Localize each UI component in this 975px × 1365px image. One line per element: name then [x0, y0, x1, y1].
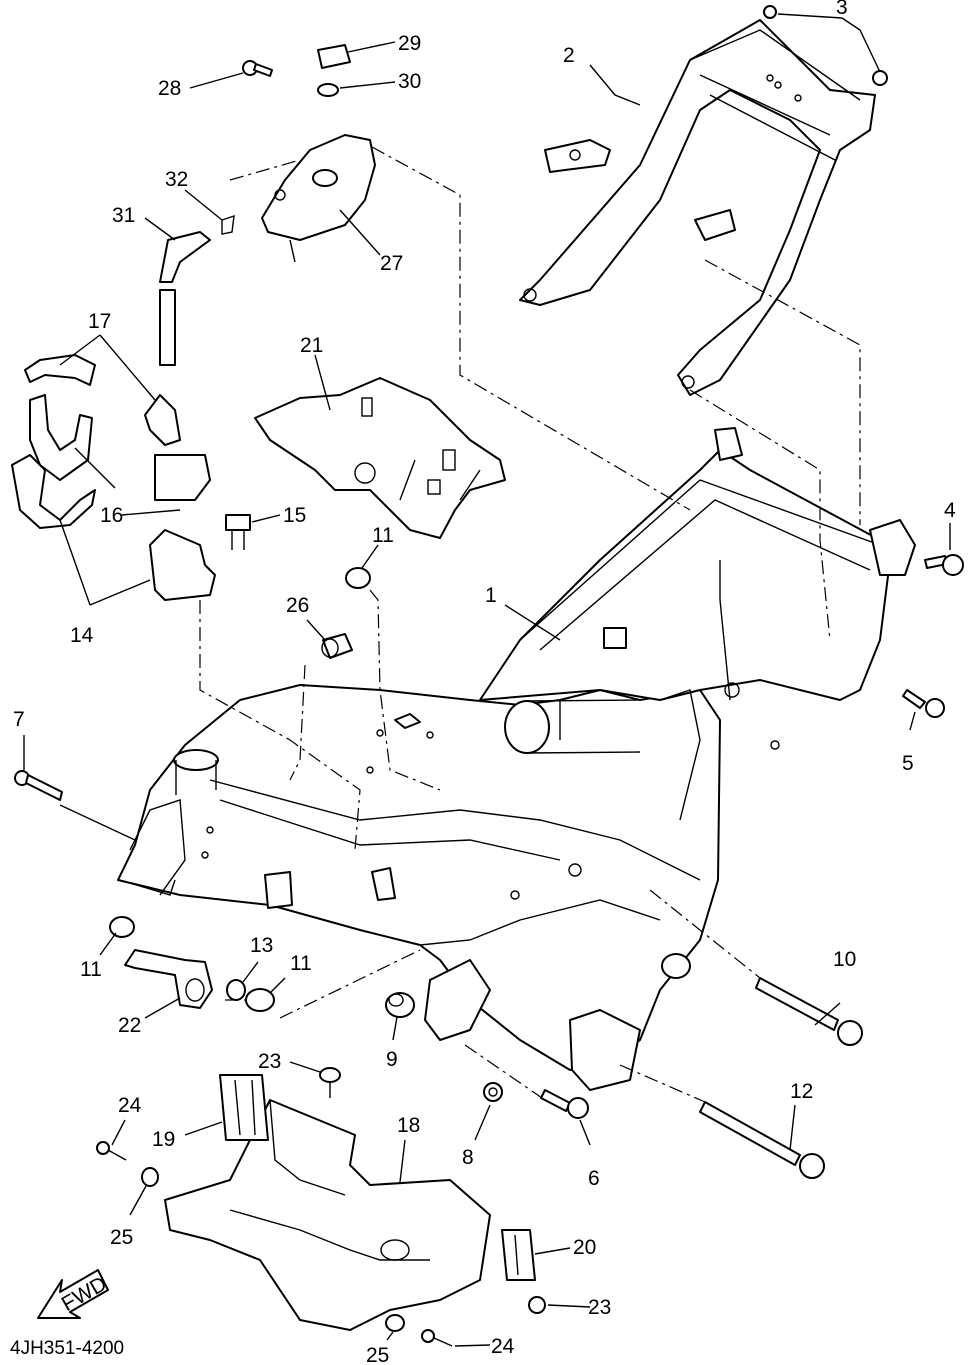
callout-11-right: 11 — [290, 952, 312, 975]
nut-11-right — [245, 988, 275, 1012]
diagram-code: 4JH351-4200 — [10, 1338, 124, 1359]
callout-12: 12 — [790, 1080, 813, 1103]
collar-9 — [385, 992, 415, 1018]
callout-3: 3 — [836, 0, 848, 19]
screw-23-bottom — [528, 1296, 546, 1314]
assembly-lines — [199, 146, 861, 1103]
callout-6: 6 — [588, 1167, 600, 1190]
rear-subframe — [519, 19, 876, 396]
callout-numbers: 1 2 3 4 5 6 7 8 9 10 11 11 11 12 13 14 1… — [13, 0, 956, 1365]
leader-lines — [23, 13, 951, 1347]
callout-8: 8 — [462, 1146, 474, 1169]
callout-25-bottom: 25 — [366, 1344, 389, 1365]
damper-26 — [321, 633, 353, 659]
bolt-5 — [902, 689, 945, 718]
bracket-22 — [124, 949, 213, 1009]
callout-24-bottom: 24 — [491, 1335, 515, 1358]
callout-5: 5 — [902, 752, 914, 775]
callout-14: 14 — [70, 624, 94, 647]
callout-26: 26 — [286, 594, 309, 617]
bolt-10 — [755, 977, 863, 1046]
band-17-top — [24, 354, 96, 386]
nut-3a — [763, 5, 777, 19]
reservoir-tank-27 — [261, 134, 376, 263]
clip-32 — [221, 214, 235, 235]
bolt-4 — [924, 554, 964, 576]
callout-4: 4 — [944, 499, 956, 522]
bolt-28 — [242, 60, 273, 77]
nut-3b — [872, 70, 888, 86]
washer-13 — [226, 979, 246, 1001]
washer-25-left — [141, 1167, 159, 1187]
callout-21: 21 — [300, 334, 323, 357]
callout-30: 30 — [398, 70, 421, 93]
rubber-20 — [501, 1229, 536, 1281]
bolt-6 — [540, 1089, 589, 1119]
band-14 — [11, 454, 96, 529]
callout-11-top: 11 — [372, 524, 394, 547]
rubber-19 — [219, 1074, 269, 1141]
callout-19: 19 — [152, 1128, 175, 1151]
cover-16 — [154, 454, 211, 501]
callout-31: 31 — [112, 204, 135, 227]
hose-31 — [159, 231, 211, 366]
callout-16: 16 — [100, 504, 123, 527]
bolt-7 — [14, 770, 63, 801]
washer-25-bottom — [385, 1314, 405, 1332]
bracket-14 — [149, 529, 216, 601]
callout-10: 10 — [833, 948, 856, 971]
nut-11-left — [109, 916, 135, 938]
screw-23-top — [319, 1067, 341, 1098]
nut-11-top — [345, 567, 371, 589]
tray-21 — [254, 377, 506, 539]
callout-17: 17 — [88, 310, 111, 333]
bolt-12 — [699, 1101, 825, 1179]
main-frame — [117, 427, 916, 1091]
band-16-curve — [29, 394, 93, 481]
callout-28: 28 — [158, 77, 181, 100]
callout-20: 20 — [573, 1236, 596, 1259]
callout-11-left: 11 — [80, 958, 102, 981]
callout-23-bottom: 23 — [588, 1296, 611, 1319]
callout-32: 32 — [165, 168, 188, 191]
callout-22: 22 — [118, 1014, 141, 1037]
callout-15: 15 — [283, 504, 306, 527]
callout-13: 13 — [250, 934, 273, 957]
callout-25-left: 25 — [110, 1226, 133, 1249]
callout-9: 9 — [386, 1048, 398, 1071]
screw-24-bottom — [421, 1329, 453, 1347]
callout-23-top: 23 — [258, 1050, 281, 1073]
callout-18: 18 — [397, 1114, 420, 1137]
bolt-15 — [225, 514, 251, 550]
callout-2: 2 — [563, 44, 575, 67]
callout-1: 1 — [485, 584, 497, 607]
screw-24-left — [96, 1141, 127, 1161]
callout-7: 7 — [13, 708, 25, 731]
under-cover-18 — [164, 1099, 491, 1331]
cap-29 — [317, 44, 351, 69]
fitting-8 — [483, 1082, 503, 1102]
clip-17 — [144, 394, 181, 446]
callout-29: 29 — [398, 32, 421, 55]
seal-30 — [317, 83, 339, 97]
fwd-arrow-icon: FWD — [37, 1269, 111, 1319]
callout-27: 27 — [380, 252, 403, 275]
callout-24-left: 24 — [118, 1094, 142, 1117]
